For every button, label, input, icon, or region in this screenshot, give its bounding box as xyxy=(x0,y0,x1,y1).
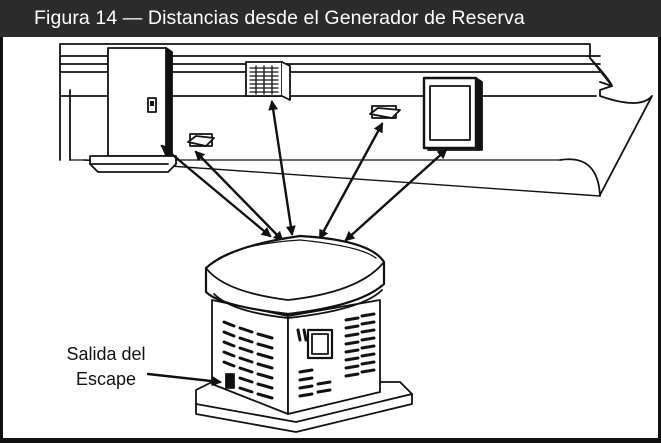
exhaust-outlet xyxy=(225,373,235,389)
arrow-dryer-left xyxy=(194,150,284,242)
arrow-air-vent xyxy=(268,100,296,236)
exhaust-callout-line2: Escape xyxy=(75,369,137,389)
exhaust-callout-arrow xyxy=(146,372,222,387)
bottom-rule xyxy=(0,438,661,443)
door xyxy=(89,47,177,173)
air-vent xyxy=(245,61,291,101)
louvres-right xyxy=(296,312,376,398)
exhaust-callout-label: Salida del Escape xyxy=(46,342,166,392)
figure-title: Figura 14 — Distancias desde el Generado… xyxy=(0,0,661,37)
standby-generator xyxy=(195,234,413,433)
dryer-vent-left xyxy=(187,133,215,147)
dryer-vent-right xyxy=(369,105,401,119)
exhaust-callout-line1: Salida del xyxy=(66,344,146,364)
clearance-arrows xyxy=(160,100,448,242)
louvres-left xyxy=(222,320,274,400)
window xyxy=(422,76,483,151)
arrow-dryer-right xyxy=(318,122,384,240)
arrow-window xyxy=(344,148,448,242)
